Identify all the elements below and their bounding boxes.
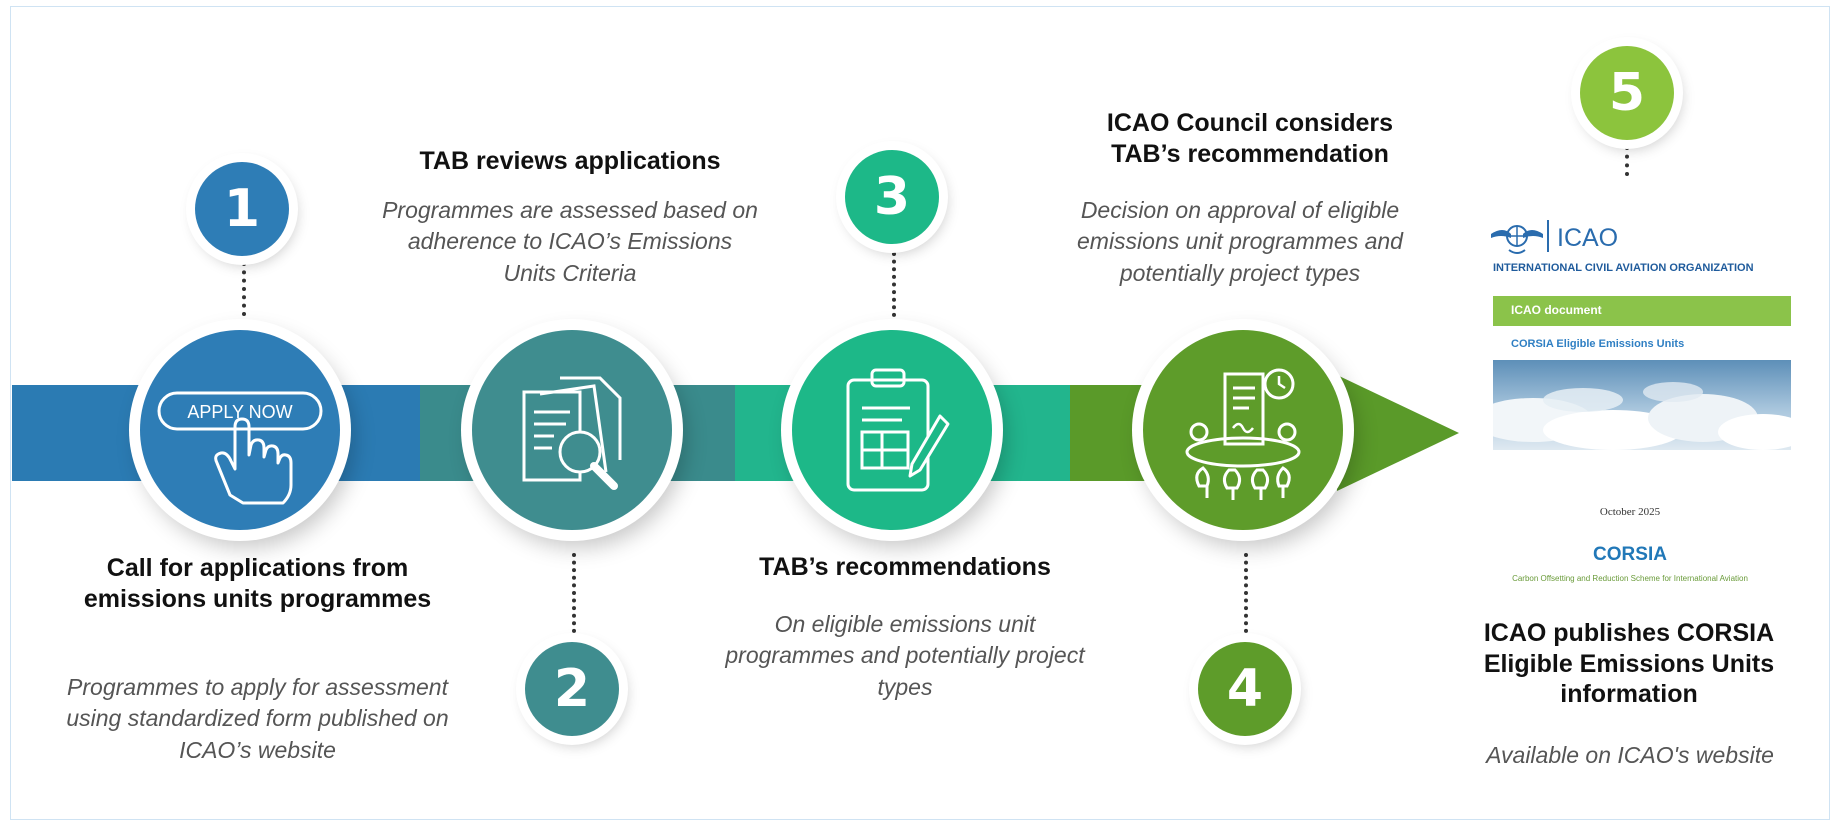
- doc-label-bar: ICAO document: [1493, 296, 1791, 326]
- document-magnifier-icon: [522, 376, 622, 490]
- step-1-title: Call for applications from emissions uni…: [83, 554, 432, 613]
- connector-dots-2: [572, 553, 576, 633]
- step-1-description: Programmes to apply for assessment using…: [66, 674, 449, 763]
- step-4-icon-circle: [1143, 330, 1343, 530]
- step-1-icon-circle: APPLY NOW: [140, 330, 340, 530]
- doc-title: CORSIA Eligible Emissions Units: [1511, 338, 1685, 350]
- step-5-title: ICAO publishes CORSIA Eligible Emissions…: [1483, 619, 1775, 708]
- step-3-icon-circle: [792, 330, 992, 530]
- apply-now-hand-icon: APPLY NOW: [157, 391, 323, 505]
- step-2-number-badge: 2: [525, 642, 619, 736]
- icao-emblem-icon: [1491, 225, 1543, 254]
- connector-dots-3: [892, 252, 896, 317]
- doc-label: ICAO document: [1511, 303, 1602, 317]
- step-2-title: TAB reviews applications: [419, 147, 721, 175]
- step-4-description: Decision on approval of eligible emissio…: [1077, 197, 1403, 286]
- connector-dots-4: [1244, 553, 1248, 633]
- meeting-table-clock-icon: [1185, 368, 1301, 500]
- apply-now-label: APPLY NOW: [187, 402, 292, 422]
- doc-date: October 2025: [1599, 506, 1661, 518]
- step-3-number-badge: 3: [845, 150, 939, 244]
- icao-logo-divider: [1547, 220, 1549, 252]
- step-1-number-badge: 1: [195, 162, 289, 256]
- step-5-description: Available on ICAO's website: [1486, 742, 1774, 768]
- step-3-description: On eligible emissions unit programmes an…: [725, 611, 1085, 700]
- step-2-icon-circle: [472, 330, 672, 530]
- sky-clouds-photo: [1493, 360, 1791, 450]
- icao-document-cover: ICAO INTERNATIONAL CIVIL AVIATION ORGANI…: [1465, 200, 1795, 600]
- step-5-number-badge: 5: [1580, 46, 1674, 140]
- diagram-frame: [10, 6, 1830, 820]
- clipboard-pencil-icon: [846, 368, 950, 492]
- icao-organization-name: INTERNATIONAL CIVIL AVIATION ORGANIZATIO…: [1493, 262, 1754, 274]
- step-4-title: ICAO Council considers TAB’s recommendat…: [1106, 109, 1394, 168]
- icao-logo-text: ICAO: [1557, 224, 1619, 252]
- connector-dots-1: [242, 262, 246, 316]
- step-4-number-badge: 4: [1198, 642, 1292, 736]
- connector-dots-5: [1625, 146, 1629, 176]
- step-2-description: Programmes are assessed based on adheren…: [382, 197, 758, 286]
- step-3-title: TAB’s recommendations: [759, 553, 1051, 581]
- corsia-logo: CORSIA: [1593, 544, 1667, 565]
- corsia-subtitle: Carbon Offsetting and Reduction Scheme f…: [1512, 574, 1748, 583]
